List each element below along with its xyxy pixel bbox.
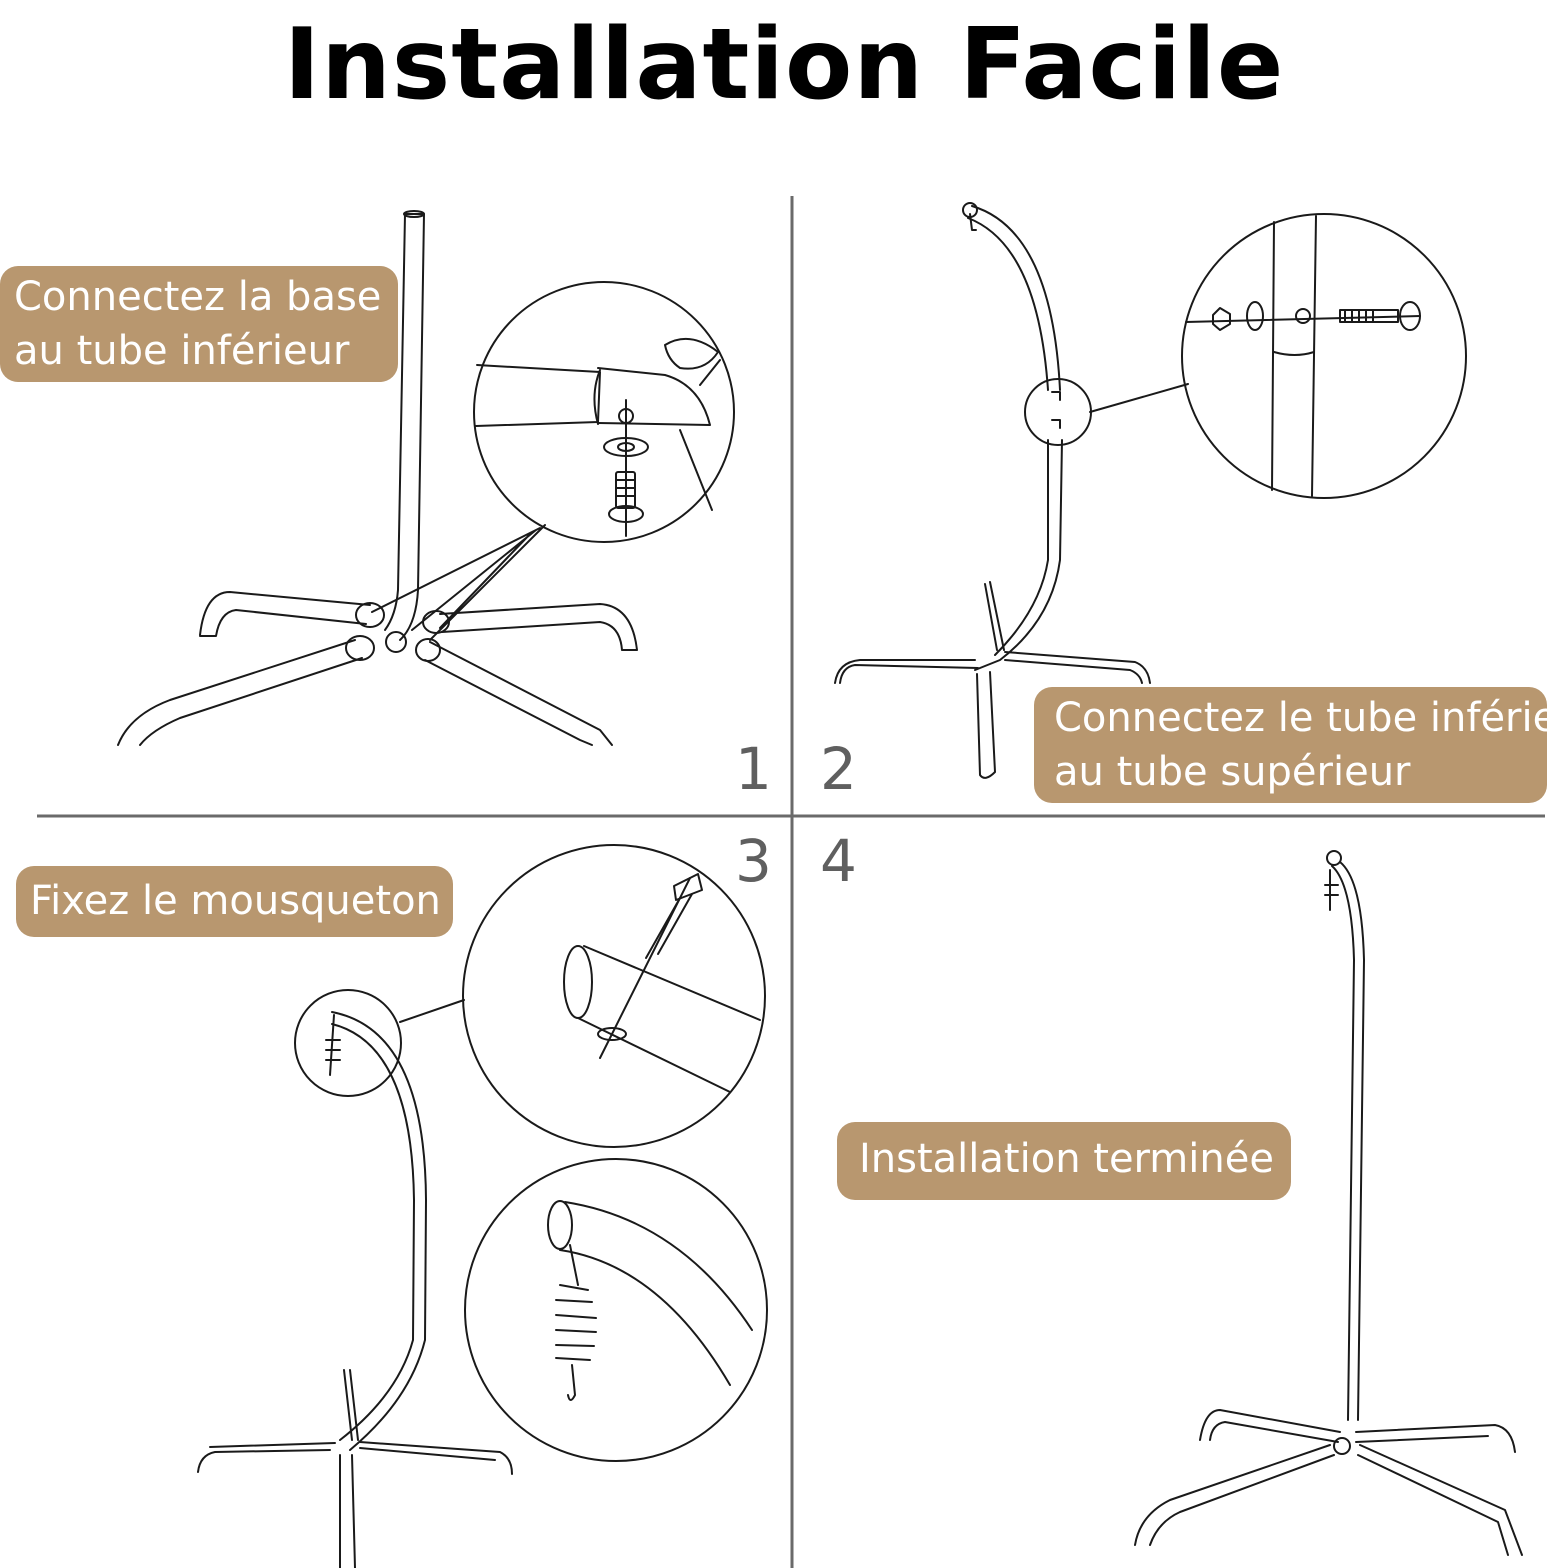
step4-label: Installation terminée — [837, 1122, 1291, 1200]
magnifier-circle — [473, 281, 735, 543]
step3-label: Fixez le mousqueton — [16, 866, 453, 937]
step1-label-line1: Connectez la base — [14, 274, 382, 320]
zoom-circle — [294, 989, 402, 1097]
grid-dividers — [37, 196, 1545, 1568]
step3-label-line1: Fixez le mousqueton — [30, 878, 441, 924]
step2-illustration — [834, 202, 1467, 779]
step1-number: 1 — [735, 735, 772, 803]
step4-label-line1: Installation terminée — [859, 1136, 1274, 1182]
step1-label-line2: au tube inférieur — [14, 328, 350, 374]
magnifier-circle — [1181, 213, 1467, 499]
step2-number: 2 — [820, 735, 857, 803]
step2-label-line2: au tube supérieur — [1054, 749, 1411, 795]
stand-tube — [331, 1011, 427, 1451]
base-leg-right-front — [424, 641, 613, 746]
base-leg-left-front — [117, 639, 363, 746]
step1-label: Connectez la base au tube inférieur — [0, 266, 398, 382]
step4-number: 4 — [820, 827, 857, 895]
step3-number: 3 — [735, 827, 772, 895]
callout-lines — [371, 524, 546, 641]
upper-tube — [967, 205, 1061, 391]
zoom-circle — [1024, 378, 1092, 446]
step1-illustration — [117, 210, 735, 746]
step2-label-line1: Connectez le tube inférieur — [1054, 695, 1547, 741]
step3-illustration — [197, 844, 768, 1568]
page-title: Installation Facile — [283, 8, 1285, 122]
lower-curve — [974, 439, 1063, 671]
base-leg-left-back — [199, 591, 371, 637]
step2-label: Connectez le tube inférieur au tube supé… — [1034, 687, 1547, 803]
step4-illustration — [1134, 850, 1523, 1556]
magnifier-circle — [464, 1158, 768, 1462]
magnifier-circle — [462, 844, 766, 1148]
base-leg-right-back — [439, 603, 638, 651]
